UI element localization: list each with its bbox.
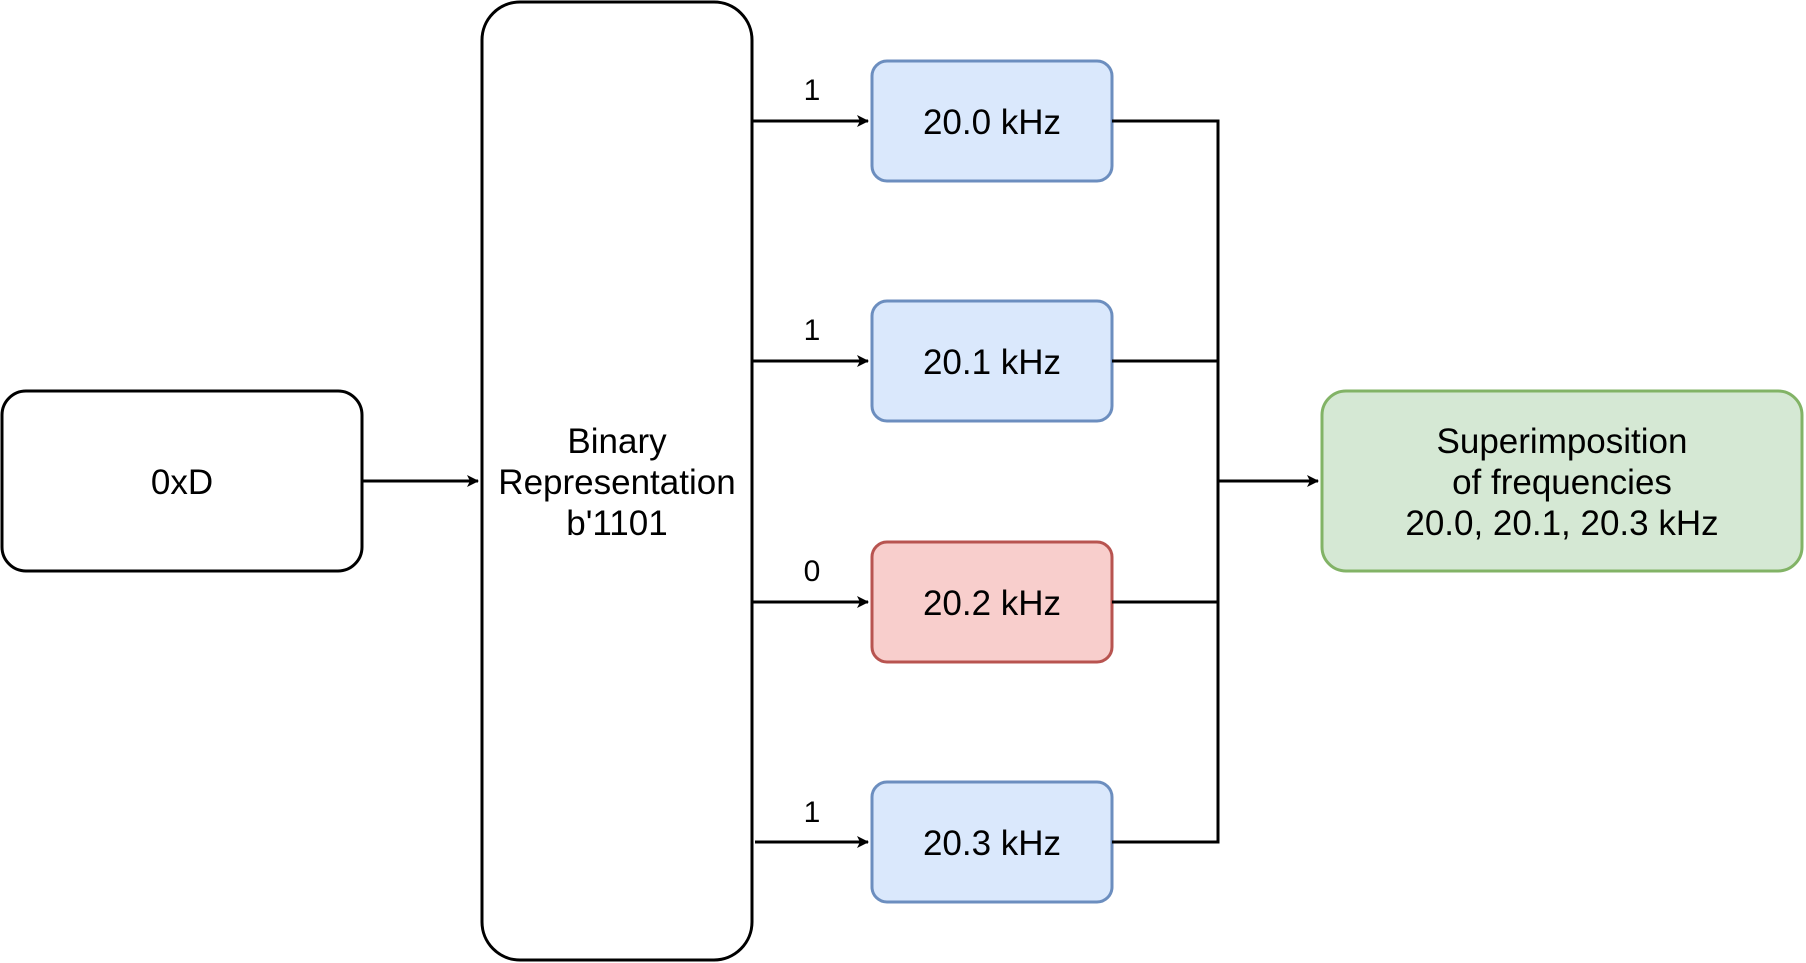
superimposition-output-node[interactable]: Superimposition of frequencies 20.0, 20.…: [1320, 389, 1804, 573]
merge-connectors: [1112, 119, 1319, 844]
binary-representation-node[interactable]: Binary Representation b'1101: [480, 0, 754, 962]
output-node-line-3: 20.0, 20.1, 20.3 kHz: [1405, 504, 1718, 543]
binary-node-line-1: Binary: [567, 422, 667, 461]
frequency-branch-1: 1 20.1 kHz: [752, 299, 1114, 423]
frequency-branch-2: 0 20.2 kHz: [752, 540, 1114, 664]
input-node[interactable]: 0xD: [0, 389, 364, 573]
bit-label-3: 1: [804, 796, 821, 829]
frequency-branch-0: 1 20.0 kHz: [752, 59, 1114, 183]
frequency-branch-3: 1 20.3 kHz: [755, 780, 1114, 904]
bit-label-0: 1: [804, 74, 821, 107]
bit-label-1: 1: [804, 314, 821, 347]
binary-node-line-3: b'1101: [566, 504, 667, 543]
frequency-node-1-label: 20.1 kHz: [923, 343, 1061, 382]
input-node-label: 0xD: [151, 463, 213, 502]
output-node-line-2: of frequencies: [1452, 463, 1672, 502]
binary-node-line-2: Representation: [498, 463, 735, 502]
frequency-node-2-label: 20.2 kHz: [923, 584, 1061, 623]
frequency-node-3-label: 20.3 kHz: [923, 824, 1061, 863]
bit-label-2: 0: [804, 555, 821, 588]
output-node-line-1: Superimposition: [1437, 422, 1688, 461]
frequency-node-0-label: 20.0 kHz: [923, 103, 1061, 142]
